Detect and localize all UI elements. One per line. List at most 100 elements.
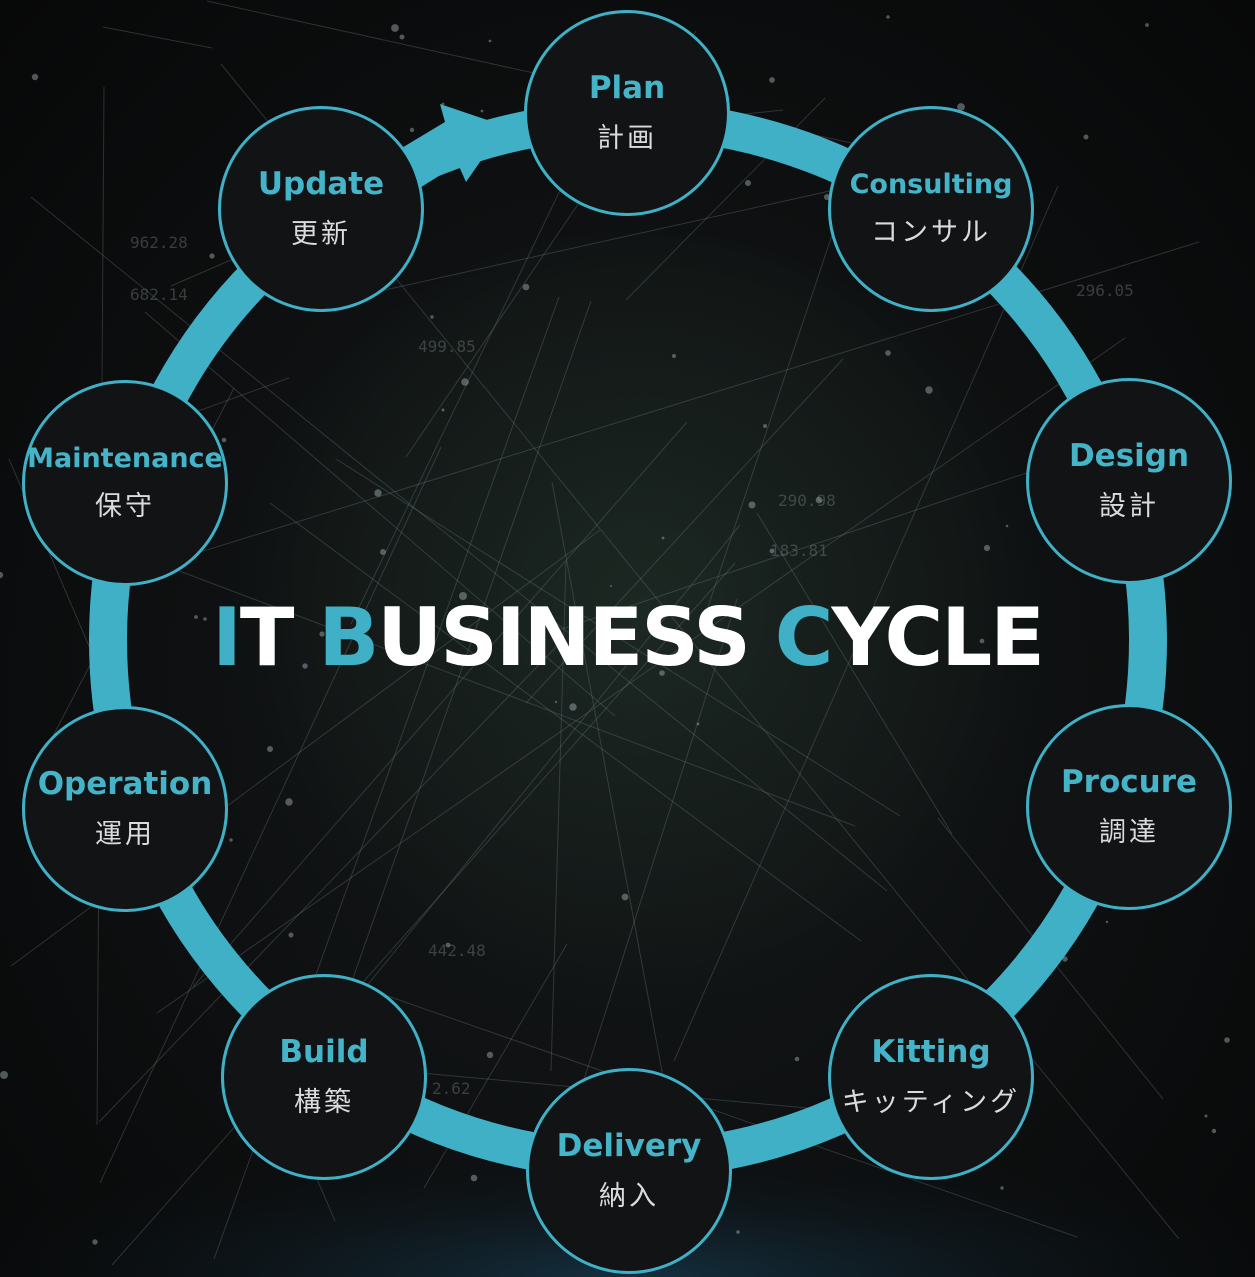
background-number-label: 290.98 [778,491,836,510]
network-dot [461,378,469,386]
network-dot [672,354,676,358]
network-line [572,598,738,1115]
title-word-it: IT [212,591,295,684]
title-initial: C [774,591,834,684]
network-dot [1145,23,1149,27]
network-dot [92,1239,98,1245]
network-line [144,311,616,717]
step-label-en: Operation [37,765,213,802]
network-dot [459,592,467,600]
step-label-jp: 設計 [1099,491,1159,523]
step-label-en: Build [279,1033,369,1070]
network-line [551,481,679,1158]
step-label-en: Procure [1060,763,1198,800]
network-line [111,562,736,1266]
step-operation: Operation 運用 [22,706,228,912]
network-dot [267,746,273,752]
network-line [702,201,844,623]
step-label-jp: 構築 [294,1087,354,1119]
network-dot [1083,134,1089,140]
network-line [550,560,567,1072]
step-consulting: Consulting コンサル [828,106,1034,312]
network-dot [621,893,629,901]
step-label-en: Consulting [849,168,1013,200]
network-dot [569,703,577,711]
step-label-jp: キッティング [841,1087,1021,1119]
step-design: Design 設計 [1026,378,1232,584]
network-line [156,337,1126,1014]
background-number-label: 682.14 [130,285,188,304]
step-label-en: Design [1068,437,1190,474]
background-number-label: 499.85 [418,337,476,356]
step-label-en: Kitting [871,1033,991,1070]
network-dot [209,253,215,259]
network-line [59,525,856,827]
network-dot [441,408,445,412]
background-number-label: 296.05 [1076,281,1134,300]
step-maintenance: Maintenance 保守 [22,380,228,586]
network-dot [380,549,386,555]
step-label-jp: 計画 [597,123,657,155]
network-dot [319,631,325,637]
network-dot [221,437,227,443]
network-dot [748,501,756,509]
network-dot [285,798,293,806]
step-plan: Plan 計画 [524,10,730,216]
title-initial: I [212,591,242,684]
network-dot [554,700,558,704]
network-dot [1211,1128,1217,1134]
network-dot [409,127,415,133]
network-dot [763,424,767,428]
network-dot [522,283,530,291]
network-dot [1105,920,1109,924]
network-dot [661,536,665,540]
network-line [98,646,557,1123]
network-dot [480,109,484,113]
step-label-jp: 更新 [291,219,351,251]
network-dot [769,77,775,83]
network-line [269,502,862,942]
diagram-title: IT BUSINESS CYCLE [0,598,1255,678]
network-dot [0,1071,8,1079]
background-number-label: 442.48 [428,941,486,960]
network-dot [441,102,445,106]
network-dot [1204,1114,1208,1118]
network-dot [445,942,451,948]
network-line [525,358,844,704]
network-dot [925,386,933,394]
title-rest: YCLE [831,591,1044,684]
step-procure: Procure 調達 [1026,704,1232,910]
network-dot [31,73,39,81]
step-label-jp: 運用 [95,819,155,851]
step-kitting: Kitting キッティング [828,974,1034,1180]
network-line [102,26,213,49]
step-label-en: Update [257,165,385,202]
network-line [30,196,888,892]
network-dot [610,585,612,587]
network-dot [486,1051,494,1059]
network-dot [979,638,985,644]
network-dot [470,1174,478,1182]
network-dot [1224,1037,1230,1043]
network-dot [815,496,823,504]
network-dot [886,15,890,19]
network-dot [885,350,891,356]
network-dot [0,571,4,579]
step-label-jp: 調達 [1099,817,1159,849]
background-number-label: 962.28 [130,233,188,252]
step-delivery: Delivery 納入 [526,1068,732,1274]
network-dot [288,932,294,938]
network-line [756,512,953,835]
network-dot [503,649,507,653]
network-dot [659,670,665,676]
network-line [356,524,741,999]
network-dot [983,544,991,552]
step-build: Build 構築 [221,974,427,1180]
title-rest: T [239,591,295,684]
network-dot [1005,524,1009,528]
background-number-label: 183.81 [770,541,828,560]
network-line [192,421,688,988]
step-label-en: Delivery [556,1127,702,1164]
background-number-label: 2.62 [432,1079,471,1098]
